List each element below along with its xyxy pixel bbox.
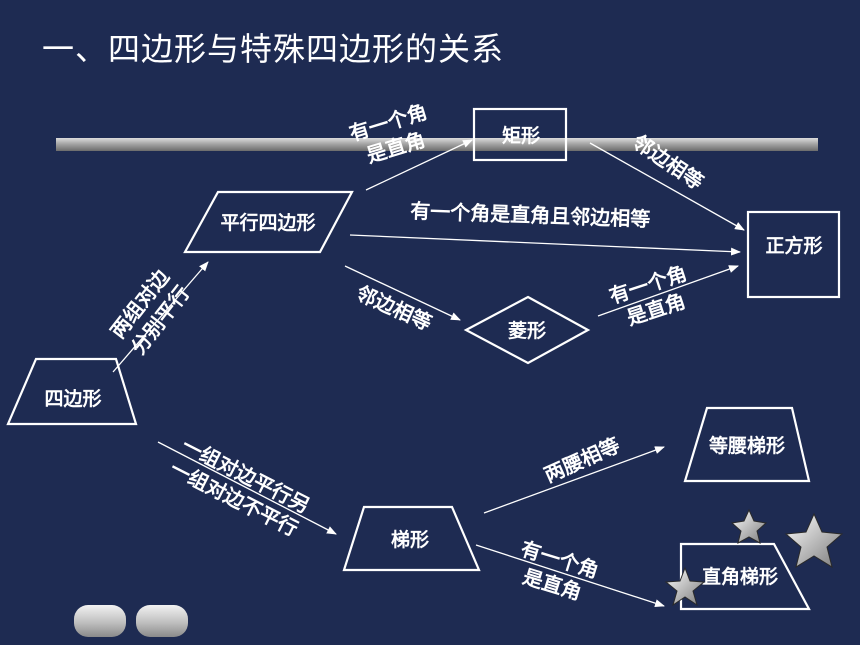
node-parallelogram: 平行四边形 [220, 211, 315, 234]
prev-slide-button[interactable] [74, 605, 126, 637]
arrow-para-to-square [349, 234, 741, 256]
node-rectangle: 矩形 [502, 125, 540, 147]
node-rhombus: 菱形 [508, 319, 546, 342]
node-isosceles-trapezoid: 等腰梯形 [708, 434, 785, 457]
rectangle-shape [472, 107, 568, 162]
decorative-bar [56, 138, 818, 151]
slide-title: 一、四边形与特殊四边形的关系 [42, 30, 505, 68]
quadrilateral-shape [6, 357, 138, 426]
arrow-quad-to-trap [157, 441, 337, 535]
star-icon [664, 566, 706, 607]
arrow-para-to-rect [365, 139, 473, 191]
isosceles-trapezoid-shape [683, 406, 811, 483]
next-slide-button[interactable] [136, 605, 188, 637]
arrow-quad-to-para [112, 261, 209, 373]
star-icon [730, 508, 768, 544]
node-quadrilateral: 四边形 [44, 388, 101, 410]
parallelogram-shape [183, 190, 354, 254]
node-right-trapezoid: 直角梯形 [702, 565, 778, 588]
arrow-trap-to-iso [483, 446, 665, 514]
edge-label-para-to-square: 有一个角是直角且邻边相等 [410, 199, 651, 231]
arrow-rhombus-to-square [597, 265, 739, 317]
edge-label-trap-to-iso: 两腰相等 [541, 433, 624, 487]
node-square: 正方形 [765, 234, 822, 257]
arrow-rect-to-square [589, 142, 745, 231]
square-shape [746, 210, 841, 299]
arrow-para-to-rhombus [344, 265, 461, 321]
arrow-trap-to-right [475, 544, 665, 608]
trapezoid-shape [342, 505, 481, 572]
rhombus-shape [463, 295, 591, 365]
node-trapezoid: 梯形 [391, 528, 429, 551]
star-icon [784, 512, 844, 569]
